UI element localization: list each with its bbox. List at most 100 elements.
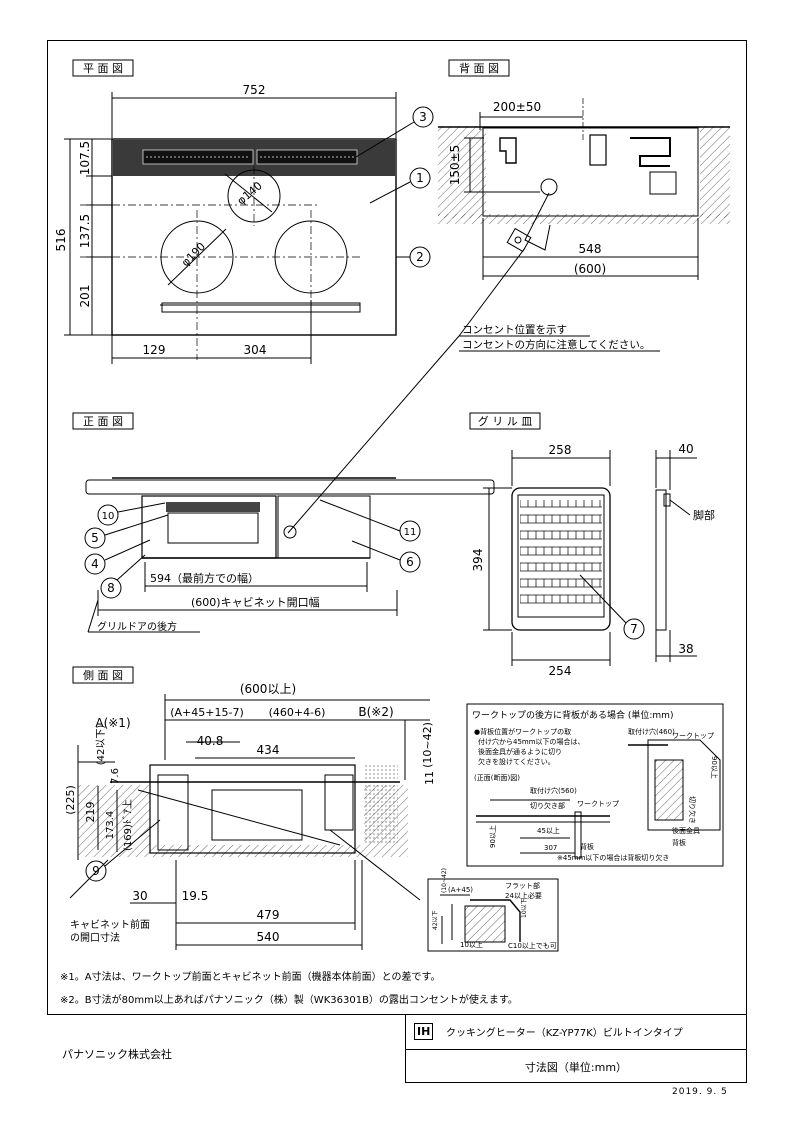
svg-text:グ リ ル 皿: グ リ ル 皿 [478, 414, 533, 428]
svg-text:(225): (225) [64, 785, 77, 815]
back-view: 200±50 150±5 548 (600) [438, 98, 730, 280]
svg-text:40.8: 40.8 [197, 734, 224, 748]
title-block: IH クッキングヒーター（KZ-YP77K）ビルトインタイプ 寸法図（単位:mm… [405, 1015, 747, 1083]
outlet-note: コンセント位置を示す コンセントの方向に注意してください。 [287, 247, 660, 534]
svg-text:C10以上でも可: C10以上でも可 [508, 941, 557, 950]
back-view-label: 背 面 図 [448, 59, 510, 77]
svg-text:正 面 図: 正 面 図 [83, 415, 123, 428]
ih-badge: IH [414, 1023, 434, 1040]
drawing-date: 2019. 9. 5 [672, 1087, 728, 1097]
front-view-label: 正 面 図 [72, 412, 134, 430]
callout-2: 2 [416, 250, 424, 264]
svg-text:コンセント位置を示す: コンセント位置を示す [462, 323, 567, 336]
unit-row: 寸法図（単位:mm） [406, 1049, 746, 1083]
svg-text:脚部: 脚部 [693, 508, 715, 522]
callout-3: 3 [419, 110, 427, 124]
svg-text:434: 434 [257, 743, 280, 757]
plan-callouts [355, 106, 434, 268]
svg-text:キャビネット前面: キャビネット前面 [70, 918, 150, 931]
front-view: 594（最前方での幅） (600)キャビネット開口幅 グリルドアの後方 [85, 477, 495, 633]
svg-text:10以上: 10以上 [460, 940, 483, 949]
svg-text:540: 540 [257, 930, 280, 944]
svg-text:129: 129 [143, 343, 166, 357]
svg-text:173.4: 173.4 [105, 811, 116, 840]
svg-text:394: 394 [471, 549, 485, 572]
svg-text:●背板位置がワークトップの取: ●背板位置がワークトップの取 [474, 727, 571, 736]
svg-text:A(※1): A(※1) [95, 716, 130, 730]
svg-text:背板: 背板 [672, 838, 686, 847]
svg-text:479: 479 [257, 908, 280, 922]
callout-9: 9 [92, 864, 100, 878]
product-title: クッキングヒーター（KZ-YP77K）ビルトインタイプ [446, 1028, 683, 1039]
callout-11: 11 [404, 527, 417, 538]
callout-5: 5 [91, 531, 99, 545]
svg-text:平 面 図: 平 面 図 [83, 62, 123, 75]
svg-text:ワークトップの後方に背板がある場合 (単位:mm): ワークトップの後方に背板がある場合 (単位:mm) [472, 709, 673, 721]
svg-text:219: 219 [84, 802, 97, 823]
svg-text:307: 307 [544, 844, 557, 852]
svg-text:付け穴から45mm以下の場合は、: 付け穴から45mm以下の場合は、 [478, 737, 585, 746]
svg-text:欠きを設けてください。: 欠きを設けてください。 [478, 757, 555, 766]
svg-text:(10~42): (10~42) [441, 868, 448, 893]
svg-text:258: 258 [549, 443, 572, 457]
svg-text:側 面 図: 側 面 図 [83, 669, 123, 682]
svg-text:150±5: 150±5 [448, 145, 462, 186]
svg-text:38: 38 [678, 642, 693, 656]
svg-text:取付け穴(460): 取付け穴(460) [628, 727, 675, 736]
svg-text:40: 40 [678, 442, 693, 456]
svg-text:107.5: 107.5 [78, 141, 92, 175]
svg-text:背板: 背板 [580, 842, 594, 851]
svg-text:594（最前方での幅）: 594（最前方での幅） [150, 571, 259, 585]
flat-box-leader [329, 829, 421, 901]
company-name: パナソニック株式会社 [62, 1048, 172, 1061]
svg-text:の開口寸法: の開口寸法 [70, 931, 120, 944]
svg-text:200±50: 200±50 [493, 100, 541, 114]
svg-text:24以上必要: 24以上必要 [505, 891, 542, 900]
callout-10: 10 [102, 511, 115, 522]
callout-7: 7 [630, 622, 638, 636]
drawing-unit: 寸法図（単位:mm） [524, 1061, 628, 1074]
svg-text:グリルドアの後方: グリルドアの後方 [97, 620, 177, 633]
svg-text:コンセントの方向に注意してください。: コンセントの方向に注意してください。 [462, 338, 650, 351]
svg-text:7.6: 7.6 [110, 768, 121, 784]
svg-text:(169)ﾄﾞｱ上: (169)ﾄﾞｱ上 [122, 799, 134, 851]
svg-text:304: 304 [244, 343, 267, 357]
svg-text:(600)キャビネット開口幅: (600)キャビネット開口幅 [191, 596, 320, 609]
callout-6: 6 [406, 555, 414, 569]
side-view: (600以上) A(※1) (A+45+15-7) (460+4-6) B(※2… [64, 682, 436, 950]
svg-text:516: 516 [54, 229, 68, 252]
svg-text:45以上: 45以上 [537, 826, 560, 835]
svg-text:30: 30 [132, 889, 147, 903]
title-row: IH クッキングヒーター（KZ-YP77K）ビルトインタイプ [406, 1015, 746, 1050]
drawing-frame [47, 40, 747, 1015]
svg-text:(10~42): (10~42) [421, 722, 434, 768]
svg-text:(A+45): (A+45) [448, 886, 473, 894]
svg-text:※45mm以下の場合は背板切り欠き: ※45mm以下の場合は背板切り欠き [557, 853, 669, 862]
svg-text:10以下: 10以下 [521, 898, 528, 918]
svg-text:201: 201 [78, 285, 92, 308]
svg-text:42以下: 42以下 [432, 910, 439, 930]
svg-text:11: 11 [423, 771, 436, 785]
svg-text:取付け穴(560): 取付け穴(560) [530, 786, 577, 795]
svg-text:(42以下): (42以下) [96, 725, 107, 766]
front-callouts [84, 499, 421, 599]
svg-text:切り欠き部: 切り欠き部 [530, 801, 565, 810]
flat-box: (A+45) フラット部 24以上必要 (10~42) 42以下 10以下 10… [427, 868, 559, 952]
svg-text:ワークトップ: ワークトップ [672, 732, 714, 740]
svg-text:19.5: 19.5 [182, 889, 209, 903]
detail-box: ワークトップの後方に背板がある場合 (単位:mm) ●背板位置がワークトップの取… [466, 703, 724, 867]
side-view-label: 側 面 図 [72, 666, 134, 684]
svg-text:フラット部: フラット部 [505, 881, 540, 890]
svg-text:548: 548 [579, 242, 602, 256]
svg-text:90以上: 90以上 [710, 756, 719, 779]
svg-text:B(※2): B(※2) [358, 705, 393, 719]
plan-view: 752 516 107.5 137.5 201 129 304 φ140 φ19… [54, 83, 397, 364]
svg-text:137.5: 137.5 [78, 214, 92, 248]
svg-text:背 面 図: 背 面 図 [459, 61, 499, 75]
svg-text:後面金具が通るように切り: 後面金具が通るように切り [478, 747, 562, 756]
svg-text:(600): (600) [574, 262, 606, 276]
svg-text:(600以上): (600以上) [240, 682, 296, 696]
svg-text:切り欠き: 切り欠き [688, 796, 697, 824]
svg-text:(正面(断面)図): (正面(断面)図) [474, 773, 520, 782]
